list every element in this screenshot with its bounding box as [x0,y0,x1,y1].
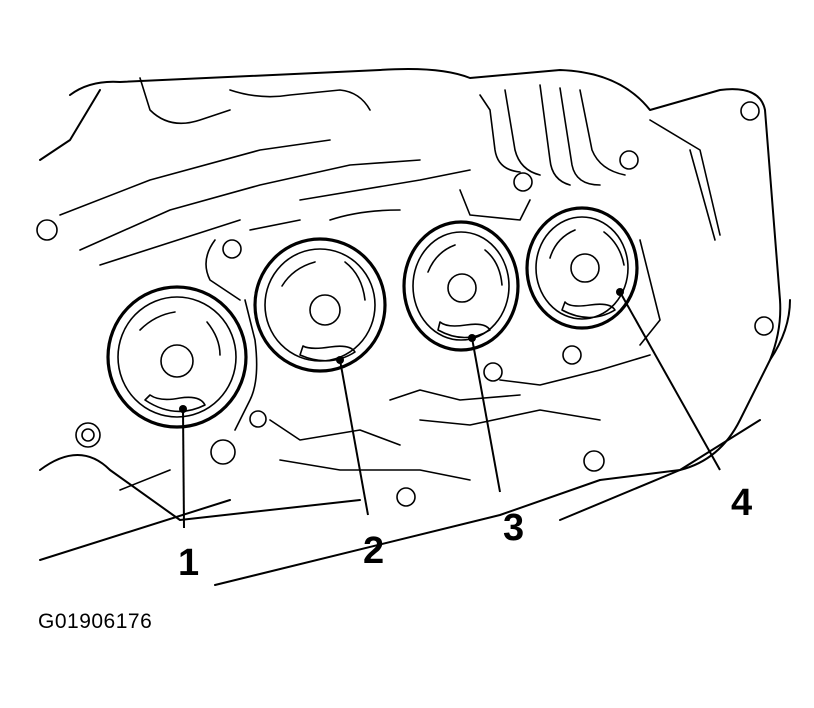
piston-4 [525,206,639,330]
figure-code: G01906176 [38,610,153,633]
callout-3: 3 [503,507,524,549]
piston-2 [253,237,387,373]
casting-outline [39,68,791,586]
piston-1 [106,285,248,429]
callout-4: 4 [731,482,752,524]
piston-3 [402,220,520,352]
leader-lines [179,288,721,529]
callout-2: 2 [363,530,384,572]
callout-1: 1 [178,542,199,584]
bolt-holes [36,101,774,507]
